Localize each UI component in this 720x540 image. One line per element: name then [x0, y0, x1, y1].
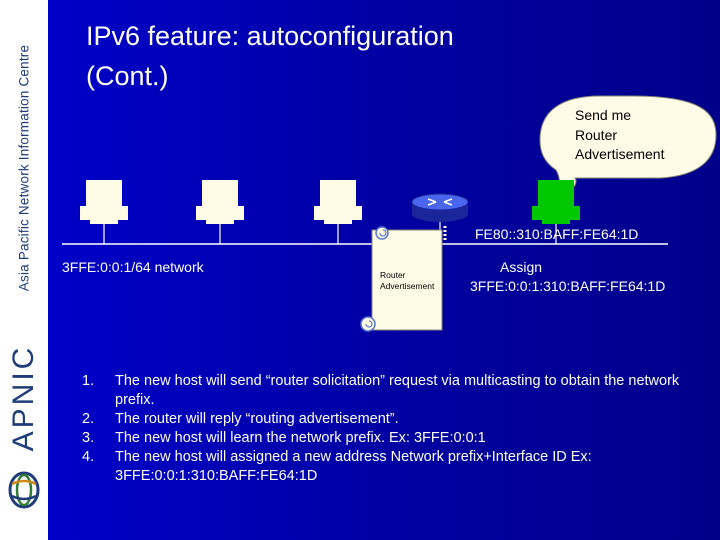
sidebar: Asia Pacific Network Information Centre …: [0, 0, 48, 540]
step-text: The new host will learn the network pref…: [115, 430, 486, 446]
slide-title: IPv6 feature: autoconfiguration (Cont.): [86, 16, 454, 96]
router-advertisement-packet: [360, 226, 447, 332]
packet-label-line-1: Router: [380, 270, 406, 280]
bubble-line-3: Advertisement: [575, 146, 665, 162]
bubble-line-1: Send me: [575, 107, 632, 123]
steps-list: 1. The new host will send “router solici…: [82, 372, 682, 486]
step-number: 4.: [82, 449, 95, 465]
packet-label-line-2: Advertisement: [380, 281, 435, 291]
apnic-logo-icon: [8, 471, 40, 509]
list-item: 3. The new host will learn the network p…: [82, 429, 682, 448]
host-computer-1: [80, 180, 128, 244]
assign-line-1: Assign: [500, 259, 543, 275]
list-item: 2. The router will reply “routing advert…: [82, 410, 682, 429]
step-text: The new host will send “router solicitat…: [115, 373, 680, 408]
step-text: The new host will assigned a new address…: [115, 449, 592, 484]
assign-label: Assign 3FFE:0:0:1:310:BAFF:FE64:1D: [470, 258, 665, 296]
step-text: The router will reply “routing advertise…: [115, 411, 399, 427]
step-number: 3.: [82, 430, 95, 446]
title-line-2: (Cont.): [86, 61, 169, 91]
network-label: 3FFE:0:0:1/64 network: [62, 259, 204, 275]
title-line-1: IPv6 feature: autoconfiguration: [86, 21, 454, 51]
assign-line-2: 3FFE:0:0:1:310:BAFF:FE64:1D: [470, 278, 666, 294]
list-item: 1. The new host will send “router solici…: [82, 372, 682, 410]
bubble-line-2: Router: [575, 126, 618, 143]
list-item: 4. The new host will assigned a new addr…: [82, 448, 682, 486]
new-host-computer: [532, 180, 580, 244]
step-number: 1.: [82, 373, 95, 389]
host-computer-2: [196, 180, 244, 244]
bubble-text: Send me Router Advertisement: [575, 106, 664, 165]
packet-label: Router Advertisement: [380, 270, 434, 292]
host-computer-3: [314, 180, 362, 244]
router-address: FE80::310:BAFF:FE64:1D: [475, 226, 639, 242]
step-number: 2.: [82, 411, 95, 427]
router-icon: [411, 193, 469, 244]
